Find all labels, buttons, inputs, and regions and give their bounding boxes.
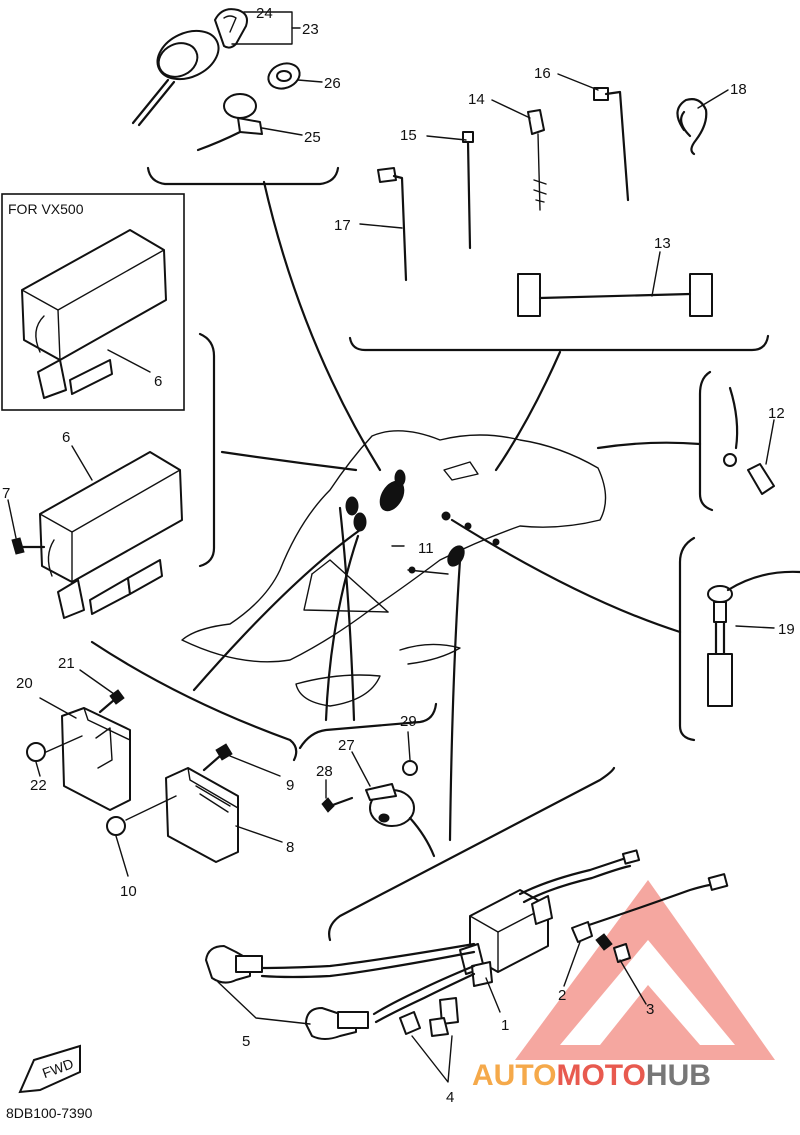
engine-outline: [181, 430, 607, 663]
watermark-logo: [515, 880, 775, 1060]
callout-13: 13: [654, 235, 671, 252]
cdi-unit-group: [7, 332, 216, 619]
callout-23: 23: [302, 21, 319, 38]
cdi-bolt: [11, 537, 25, 555]
ignition-coil-group: [205, 766, 729, 1083]
callout-9: 9: [286, 777, 294, 794]
callout-29: 29: [400, 713, 417, 730]
wire-clip: [676, 98, 708, 156]
watermark-text: AUTOMOTOHUB: [472, 1059, 711, 1092]
lead-clamp: [399, 1011, 421, 1035]
svg-text:AUTOMOTOHUB: AUTOMOTOHUB: [472, 1059, 711, 1092]
main-switch-group: [131, 8, 340, 186]
callout-15: 15: [400, 127, 417, 144]
callout-26: 26: [324, 75, 341, 92]
watermark-part1: AUTO: [472, 1059, 556, 1092]
sensor-body: [707, 653, 733, 707]
callout-6b: 6: [62, 429, 70, 446]
regulator-nut: [26, 742, 46, 762]
callout-20: 20: [16, 675, 33, 692]
forward-arrow-icon: FWD: [18, 1044, 81, 1094]
callout-28: 28: [316, 763, 333, 780]
cdi-unit-vx500: [21, 229, 167, 361]
sensor-nut: [402, 760, 418, 776]
variant-box-label: FOR VX500: [8, 201, 84, 217]
coil-bolt: [595, 933, 613, 951]
engine-hull-group: [181, 180, 702, 842]
watermark-part2: MOTO: [556, 1059, 645, 1092]
callout-19: 19: [778, 621, 795, 638]
wire-connectors: [345, 469, 500, 574]
wire-lead-connector: [517, 273, 541, 317]
drawing-code: 8DB100-7390: [6, 1105, 93, 1121]
sensor-bolt: [321, 797, 335, 813]
callout-3: 3: [646, 1001, 654, 1018]
callout-12: 12: [768, 405, 785, 422]
relay-nut: [106, 816, 126, 836]
rectifier-group: [26, 640, 298, 877]
callout-numbers: 1 2 3 4 5 6 6 7 8 9 10 11 12 13 14 15 16…: [2, 5, 795, 1106]
callout-7: 7: [2, 485, 10, 502]
callout-4: 4: [446, 1089, 454, 1106]
callout-17: 17: [334, 217, 351, 234]
watermark-part3: HUB: [646, 1059, 711, 1092]
callout-22: 22: [30, 777, 47, 794]
callout-11: 11: [418, 540, 434, 557]
callout-1: 1: [501, 1017, 509, 1034]
callout-10: 10: [120, 883, 137, 900]
ground-lead-group: [698, 370, 775, 512]
callout-6a: 6: [154, 373, 162, 390]
ground-bolt: [747, 463, 775, 495]
callout-8: 8: [286, 839, 294, 856]
callout-24: 24: [256, 5, 273, 22]
vx500-variant-box: FOR VX500: [1, 193, 185, 411]
ground-terminal: [723, 453, 737, 467]
callout-18: 18: [730, 81, 747, 98]
callout-27: 27: [338, 737, 355, 754]
starter-switch: [223, 93, 257, 119]
callout-21: 21: [58, 655, 75, 672]
callout-16: 16: [534, 65, 551, 82]
fuel-sensor-group: [298, 702, 438, 858]
sensor-group: [678, 536, 800, 742]
callout-2: 2: [558, 987, 566, 1004]
cdi-unit: [39, 451, 183, 583]
callout-14: 14: [468, 91, 485, 108]
coil-terminal: [571, 921, 593, 943]
starter-relay: [165, 767, 239, 863]
callout-25: 25: [304, 129, 321, 146]
coupler: [527, 109, 545, 135]
wire-band: [377, 167, 397, 183]
sensor-cap: [707, 585, 733, 603]
callout-5: 5: [242, 1033, 250, 1050]
harness-clips-group: [348, 73, 770, 352]
